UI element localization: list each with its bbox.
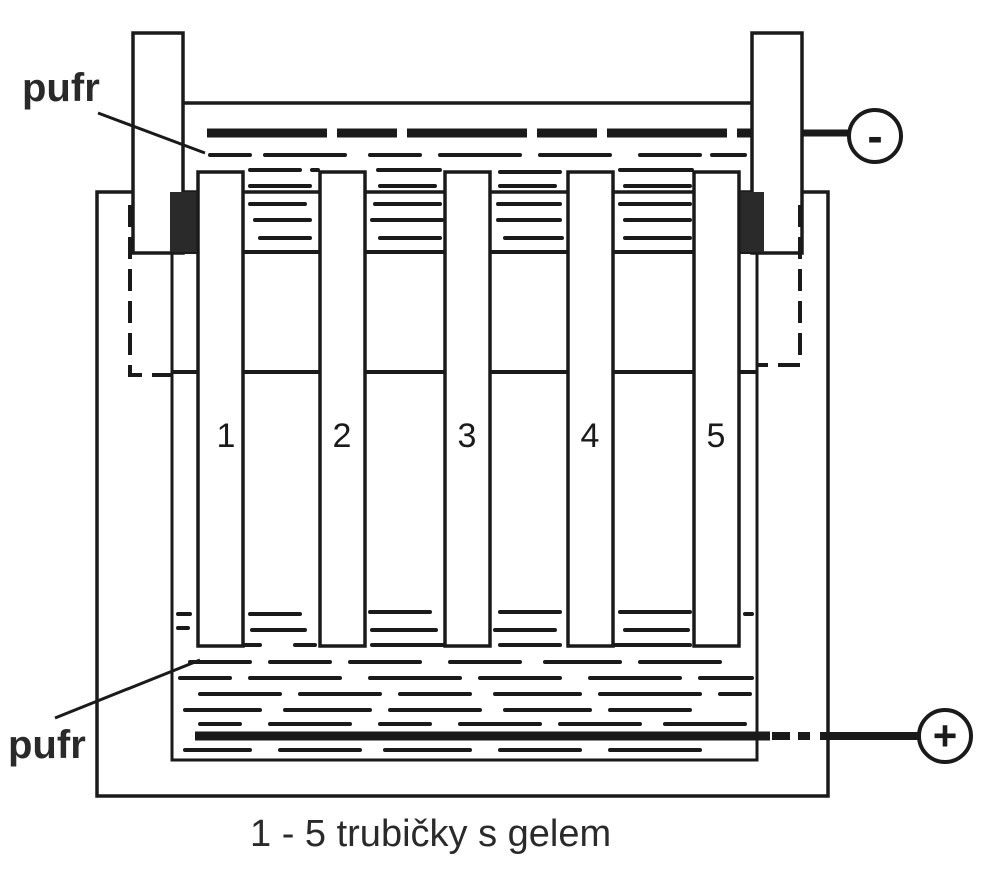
left-dashed-wall <box>128 205 172 377</box>
leader-line-bottom-buffer <box>54 658 201 720</box>
left-gasket <box>170 192 198 252</box>
leader-line-top-buffer <box>97 111 206 155</box>
tube-number-1: 1 <box>217 417 236 455</box>
gel-tube-1 <box>196 170 245 648</box>
tube-number-5: 5 <box>707 417 726 455</box>
negative-terminal-sign: - <box>867 110 882 162</box>
positive-terminal-sign: + <box>933 712 958 759</box>
label-buffer-bottom: pufr <box>8 723 86 767</box>
gel-tubes <box>196 170 741 648</box>
gel-tube-4 <box>566 170 615 648</box>
label-buffer-top: pufr <box>22 66 100 110</box>
positive-terminal-icon <box>917 708 973 764</box>
upper-buffer-liquid <box>208 153 747 240</box>
gel-tube-2 <box>318 170 367 648</box>
tube-number-4: 4 <box>581 417 600 455</box>
tube-number-2: 2 <box>333 417 352 455</box>
gel-tube-3 <box>443 170 492 648</box>
negative-terminal-icon <box>847 108 903 164</box>
right-dashed-wall <box>757 205 802 367</box>
gel-tube-5 <box>692 170 741 648</box>
tube-number-3: 3 <box>458 417 477 455</box>
caption: 1 - 5 trubičky s gelem <box>250 813 611 855</box>
